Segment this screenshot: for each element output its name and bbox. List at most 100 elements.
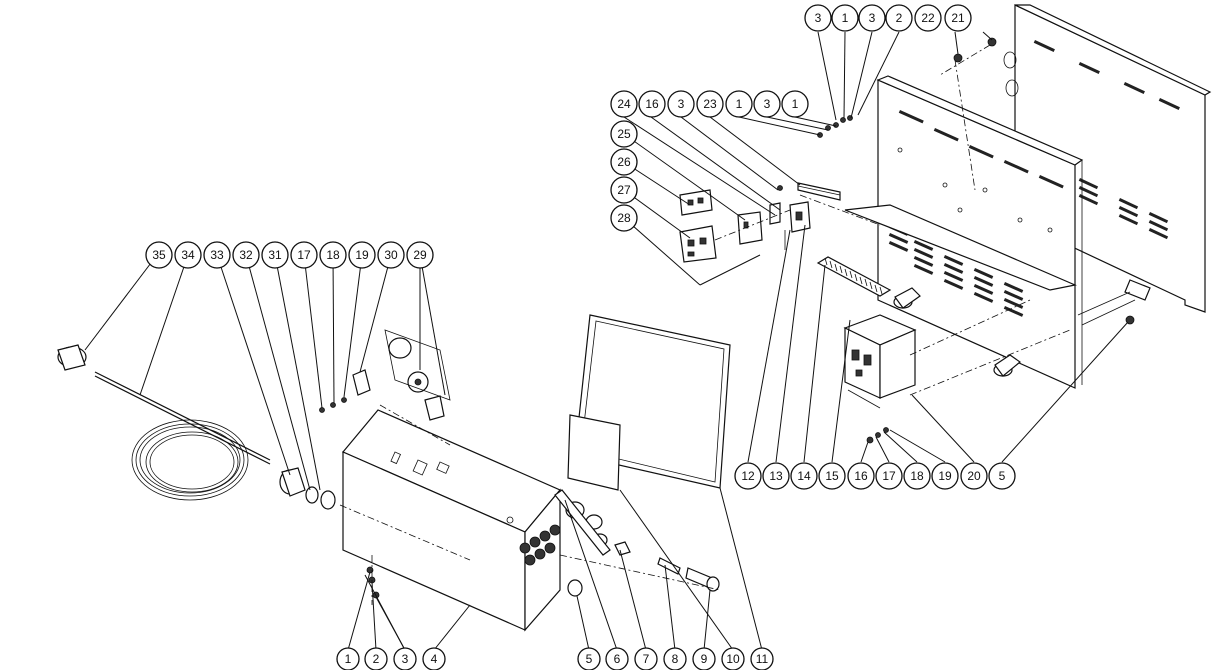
callout-row-right-bottom: 12 13 14 15 16 17 18 19 20 5 [734, 462, 1016, 490]
callout-bubble: 13 [762, 462, 790, 490]
callout-bubble: 3 [393, 647, 417, 670]
callout-label: 23 [703, 97, 717, 111]
callout-label: 6 [614, 652, 621, 666]
callout-bubble: 27 [610, 176, 638, 204]
lamp-and-switch-parts [352, 329, 451, 421]
callout-label: 17 [297, 248, 311, 262]
callout-bubble: 18 [903, 462, 931, 490]
callout-label: 3 [402, 652, 409, 666]
callout-label: 17 [882, 469, 896, 483]
callout-label: 16 [854, 469, 868, 483]
contactor [843, 314, 917, 409]
callout-label: 18 [326, 248, 340, 262]
callout-bubble: 12 [734, 462, 762, 490]
fuse-holder-parts [554, 489, 720, 597]
callout-bubble: 17 [290, 241, 318, 269]
callout-label: 10 [726, 652, 740, 666]
callout-column-left: 25 26 27 28 [610, 120, 638, 232]
callout-label: 1 [792, 97, 799, 111]
callout-label: 26 [617, 155, 631, 169]
callout-label: 14 [797, 469, 811, 483]
callout-row-top-right: 3 1 3 2 22 21 [804, 4, 972, 32]
callout-label: 5 [999, 469, 1006, 483]
callout-bubble: 17 [875, 462, 903, 490]
callout-bubble: 34 [174, 241, 202, 269]
callout-label: 2 [373, 652, 380, 666]
callout-label: 29 [413, 248, 427, 262]
callout-bubble: 16 [638, 90, 666, 118]
callout-bubble: 31 [261, 241, 289, 269]
callout-bubble: 4 [422, 647, 446, 670]
callout-label: 1 [736, 97, 743, 111]
callout-label: 27 [617, 183, 631, 197]
callout-label: 3 [815, 11, 822, 25]
callout-row-second: 24 16 3 23 1 3 1 [610, 90, 809, 118]
callout-bubble: 25 [610, 120, 638, 148]
callout-label: 3 [869, 11, 876, 25]
callout-bubble: 9 [692, 647, 716, 670]
callout-label: 28 [617, 211, 631, 225]
callout-bubble: 28 [610, 204, 638, 232]
callout-bubble: 20 [960, 462, 988, 490]
callout-bubble: 33 [203, 241, 231, 269]
callout-bubble: 18 [319, 241, 347, 269]
callout-bubble: 7 [634, 647, 658, 670]
callout-row-left: 35 34 33 32 31 17 18 19 30 29 [145, 241, 434, 269]
callout-label: 7 [643, 652, 650, 666]
callout-label: 34 [181, 248, 195, 262]
callout-label: 19 [355, 248, 369, 262]
callout-bubble: 15 [818, 462, 846, 490]
callout-row-bottom-left: 1 2 3 4 [336, 647, 446, 670]
callout-bubble: 23 [696, 90, 724, 118]
callout-label: 20 [967, 469, 981, 483]
callout-label: 12 [741, 469, 755, 483]
callout-bubble: 8 [663, 647, 687, 670]
callout-label: 33 [210, 248, 224, 262]
callout-label: 3 [764, 97, 771, 111]
callout-bubble: 1 [725, 90, 753, 118]
enclosure-box [342, 409, 561, 632]
screws-and-washers [319, 37, 1135, 599]
callout-bubble: 19 [348, 241, 376, 269]
callout-bubble: 3 [753, 90, 781, 118]
callout-label: 11 [756, 652, 769, 666]
callout-bubble: 32 [232, 241, 260, 269]
callout-bubble: 2 [885, 4, 913, 32]
callout-bubble: 22 [914, 4, 942, 32]
callout-bubble: 6 [605, 647, 629, 670]
callout-label: 1 [842, 11, 849, 25]
leader-lines [84, 31, 1129, 651]
callout-label: 4 [431, 652, 438, 666]
callout-bubble: 3 [804, 4, 832, 32]
callout-bubble: 26 [610, 148, 638, 176]
callout-label: 9 [701, 652, 708, 666]
callout-label: 3 [678, 97, 685, 111]
callout-label: 2 [896, 11, 903, 25]
terminal-strip [816, 256, 892, 297]
callout-row-bottom-mid: 5 6 7 8 9 10 11 [577, 647, 774, 670]
callout-label: 31 [268, 248, 282, 262]
callout-label: 25 [617, 127, 631, 141]
callout-bubble: 14 [790, 462, 818, 490]
assembly-centerlines [339, 44, 1071, 605]
callout-bubble: 35 [145, 241, 173, 269]
callout-label: 15 [825, 469, 839, 483]
callout-bubble: 10 [721, 647, 745, 670]
callout-bubble: 21 [944, 4, 972, 32]
callout-label: 1 [345, 652, 352, 666]
callout-label: 24 [617, 97, 631, 111]
callout-label: 18 [910, 469, 924, 483]
callout-bubble: 5 [988, 462, 1016, 490]
callout-label: 16 [645, 97, 659, 111]
callout-label: 13 [769, 469, 783, 483]
callout-label: 22 [921, 11, 935, 25]
callout-label: 35 [152, 248, 166, 262]
callout-bubble: 3 [858, 4, 886, 32]
lid-gasket [567, 314, 731, 491]
callout-bubble: 19 [931, 462, 959, 490]
callout-label: 32 [239, 248, 253, 262]
callout-bubble: 24 [610, 90, 638, 118]
sensor-probe-and-cable [57, 344, 336, 510]
callout-bubble: 30 [377, 241, 405, 269]
